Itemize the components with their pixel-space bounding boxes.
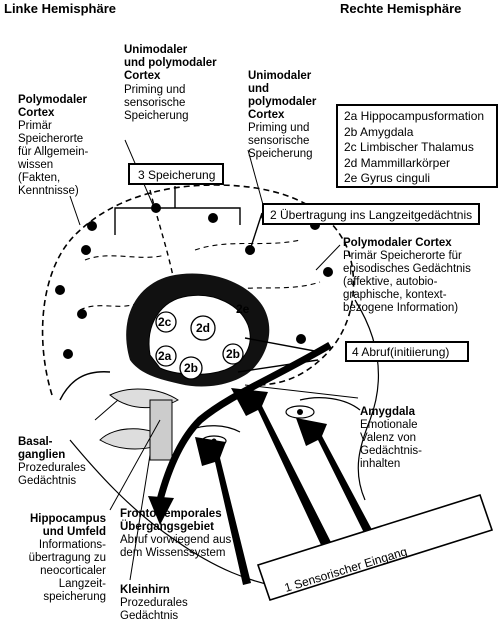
mark-2e: 2e: [236, 302, 250, 316]
label-hippo-title: Hippocampus und Umfeld: [18, 513, 106, 539]
label-fronto-body: Abruf vorwiegend aus dem Wissenssystem: [120, 534, 231, 560]
box-speicherung: 3 Speicherung: [128, 163, 224, 185]
label-basal-title: Basal- ganglien: [18, 436, 65, 462]
mark-2b-lower: 2b: [184, 361, 198, 375]
label-fronto-title: Fronto-temporales Übergangsgebiet: [120, 508, 222, 534]
label-uni-right-body: Priming und sensorische Speicherung: [248, 122, 313, 161]
mark-2c: 2c: [158, 315, 172, 329]
label-kleinhirn-body: Prozedurales Gedächtnis: [120, 597, 188, 622]
mark-2a: 2a: [158, 349, 172, 363]
label-uni-center-body: Priming und sensorische Speicherung: [124, 84, 189, 123]
header-left: Linke Hemisphäre: [4, 2, 116, 15]
label-poly-right-body: Primär Speicherorte für episodisches Ged…: [343, 250, 471, 315]
label-amygdala-title: Amygdala: [360, 406, 415, 419]
label-amygdala-body: Emotionale Valenz von Gedächtnis- inhalt…: [360, 419, 422, 471]
label-basal-body: Prozedurales Gedächtnis: [18, 462, 86, 488]
label-poly-right-title: Polymodaler Cortex: [343, 237, 452, 250]
box-uebertragung: 2 Übertragung ins Langzeitgedächtnis: [262, 203, 480, 225]
label-hippo-body: Informations- übertragung zu neocortical…: [14, 539, 106, 604]
mark-2b-right: 2b: [226, 347, 240, 361]
label-poly-left-body: Primär Speicherorte für Allgemein- wisse…: [18, 120, 88, 198]
label-kleinhirn-title: Kleinhirn: [120, 584, 170, 597]
label-uni-right-title: Unimodaler und polymodaler Cortex: [248, 70, 316, 122]
header-right: Rechte Hemisphäre: [340, 2, 461, 15]
box-abruf: 4 Abruf(initiierung): [345, 341, 469, 362]
mark-2d: 2d: [196, 321, 210, 335]
legend-box: 2a Hippocampusformation 2b Amygdala 2c L…: [336, 104, 498, 188]
label-uni-center-title: Unimodaler und polymodaler Cortex: [124, 44, 217, 83]
label-poly-left-title: Polymodaler Cortex: [18, 94, 87, 120]
